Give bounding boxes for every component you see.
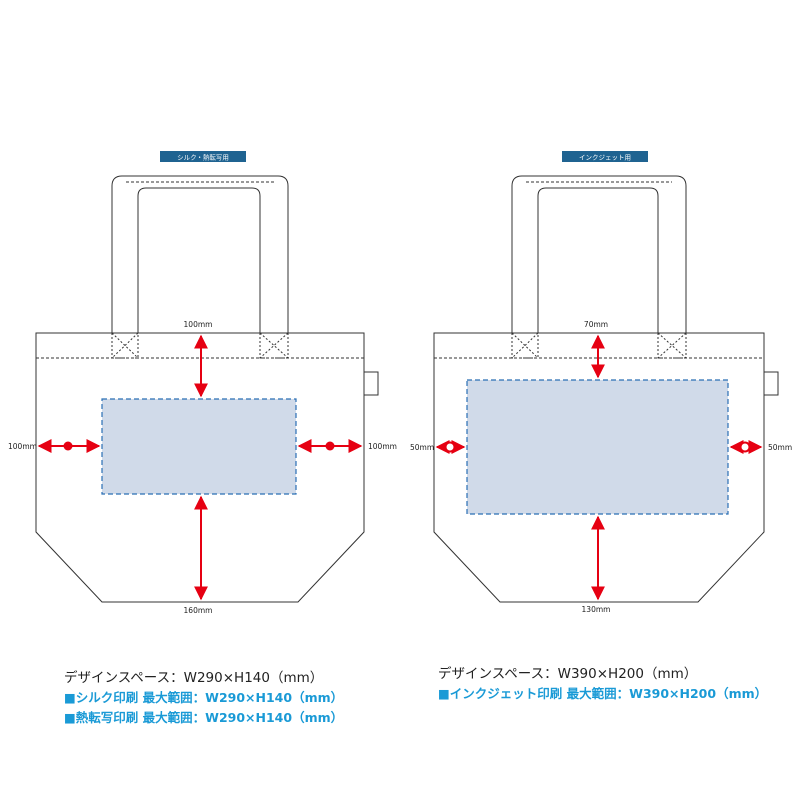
left-handle-attachments bbox=[111, 332, 289, 359]
left-bag: シルク・熱転写用 100mm bbox=[8, 151, 397, 615]
right-left-marker bbox=[444, 441, 456, 453]
right-handles bbox=[511, 175, 687, 333]
right-design-space: デザインスペース：W390×H200（mm） bbox=[438, 666, 698, 682]
left-dimension-arrows bbox=[37, 334, 363, 601]
left-side-tab bbox=[363, 371, 379, 396]
right-side-tab bbox=[763, 371, 779, 396]
right-dim-top-label: 70mm bbox=[584, 320, 608, 329]
right-right-marker bbox=[739, 441, 751, 453]
left-design-space: デザインスペース：W290×H140（mm） bbox=[64, 670, 324, 686]
left-tag-background bbox=[160, 151, 246, 162]
left-right-marker bbox=[325, 441, 335, 451]
right-handle-attachments bbox=[511, 332, 687, 359]
right-dim-bottom-label: 130mm bbox=[582, 605, 611, 614]
right-dim-left-label: 50mm bbox=[410, 443, 434, 452]
right-print-area bbox=[466, 379, 729, 515]
right-caption: デザインスペース：W390×H200（mm） ■インクジェット印刷 最大範囲：W… bbox=[438, 664, 767, 704]
right-bag: インクジェット用 bbox=[363, 151, 792, 614]
left-dim-bottom-label: 160mm bbox=[184, 606, 213, 615]
right-dim-right-label: 50mm bbox=[768, 443, 792, 452]
right-tag-background bbox=[562, 151, 648, 162]
right-tag-label: インクジェット用 bbox=[579, 154, 631, 162]
left-dim-left-label: 100mm bbox=[8, 442, 37, 451]
left-tag-label: シルク・熱転写用 bbox=[177, 153, 229, 162]
left-handles bbox=[111, 175, 289, 333]
left-spec-heat-transfer: ■熱転写印刷 最大範囲：W290×H140（mm） bbox=[64, 710, 344, 725]
left-print-area bbox=[101, 398, 297, 495]
left-caption: デザインスペース：W290×H140（mm） ■シルク印刷 最大範囲：W290×… bbox=[64, 668, 343, 728]
right-spec-inkjet: ■インクジェット印刷 最大範囲：W390×H200（mm） bbox=[438, 686, 768, 701]
left-dim-right-label: 100mm bbox=[368, 442, 397, 451]
left-dim-top-label: 100mm bbox=[184, 320, 213, 329]
left-left-marker bbox=[63, 441, 73, 451]
left-spec-silk: ■シルク印刷 最大範囲：W290×H140（mm） bbox=[64, 690, 344, 705]
